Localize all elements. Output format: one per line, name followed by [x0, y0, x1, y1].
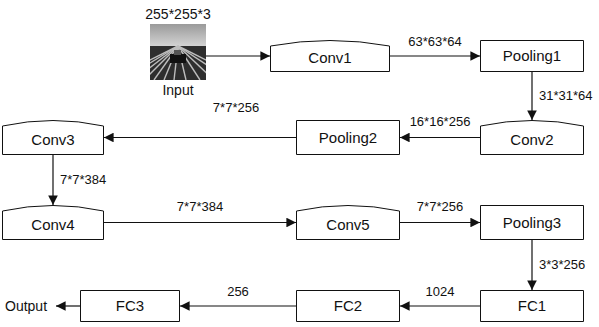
box-border	[297, 121, 400, 155]
tensor-size: 7*7*256	[415, 199, 465, 215]
box-border	[481, 121, 584, 155]
input-image: 255*255*3Input	[150, 6, 206, 98]
tensor-size: 3*3*256	[537, 257, 587, 273]
layer-name: Conv3	[31, 131, 74, 148]
layer-name: Conv4	[31, 216, 74, 233]
box-border	[81, 291, 180, 322]
field	[150, 46, 206, 80]
tensor-size: 63*63*64	[406, 34, 464, 50]
layer-box: FC3	[80, 290, 180, 322]
box-border	[297, 206, 400, 240]
flow-arrow	[390, 55, 480, 56]
layer-name: Conv5	[326, 216, 369, 233]
flow-arrow	[400, 222, 480, 223]
layer-box: Pooling3	[480, 205, 584, 240]
flow-arrow	[104, 222, 296, 223]
conv-layer-box: Conv5	[296, 205, 400, 240]
input-size: 255*255*3	[128, 6, 228, 22]
box-border	[481, 41, 584, 72]
tensor-size: 31*31*64	[537, 88, 595, 104]
box-border	[481, 206, 584, 240]
layer-box: Pooling2	[296, 120, 400, 155]
layer-box: FC2	[296, 290, 400, 322]
layer-name: FC1	[518, 297, 546, 314]
layer-name: FC2	[334, 297, 362, 314]
box-border	[3, 206, 104, 240]
machine-cab	[174, 50, 181, 55]
box-content: FC1	[480, 290, 584, 322]
box-content: Conv2	[480, 120, 584, 155]
flow-arrow	[206, 55, 270, 56]
flow-arrow	[104, 137, 296, 138]
tensor-size: 7*7*256	[211, 100, 261, 116]
flow-arrow	[400, 305, 480, 306]
sky	[150, 24, 206, 48]
layer-box: FC1	[480, 290, 584, 322]
conv-layer-box: Conv1	[270, 40, 390, 72]
layer-name: Conv1	[308, 49, 351, 66]
conv-layer-box: Conv2	[480, 120, 584, 155]
layer-name: Pooling2	[319, 129, 377, 146]
box-content: Pooling3	[480, 205, 584, 240]
tensor-size: 7*7*384	[58, 172, 108, 188]
flow-arrow	[180, 305, 296, 306]
output-arrow	[56, 305, 80, 306]
machine	[170, 54, 186, 63]
tensor-size: 7*7*384	[175, 199, 225, 215]
box-content: Conv1	[270, 40, 390, 72]
box-content: FC3	[80, 290, 180, 322]
box-content: Pooling1	[480, 40, 584, 72]
box-border	[297, 291, 400, 322]
flow-arrow	[531, 240, 532, 290]
tensor-size: 16*16*256	[408, 114, 473, 130]
layer-name: Conv2	[510, 131, 553, 148]
box-content: Conv5	[296, 205, 400, 240]
layer-name: Pooling3	[503, 214, 561, 231]
output-label: Output	[3, 298, 49, 315]
box-border	[271, 41, 390, 72]
box-content: Pooling2	[296, 120, 400, 155]
conv-layer-box: Conv3	[2, 120, 104, 155]
box-border	[481, 291, 584, 322]
flow-arrow	[52, 155, 53, 205]
conv-layer-box: Conv4	[2, 205, 104, 240]
layer-name: Pooling1	[503, 47, 561, 64]
layer-name: FC3	[116, 297, 144, 314]
flow-arrow	[400, 137, 480, 138]
box-content: FC2	[296, 290, 400, 322]
tensor-size: 256	[225, 284, 251, 300]
input-photo	[150, 24, 206, 80]
layer-box: Pooling1	[480, 40, 584, 72]
tensor-size: 1024	[424, 284, 457, 300]
input-label: Input	[128, 82, 228, 98]
box-content: Conv4	[2, 205, 104, 240]
box-border	[3, 121, 104, 155]
box-content: Conv3	[2, 120, 104, 155]
flow-arrow	[531, 72, 532, 120]
